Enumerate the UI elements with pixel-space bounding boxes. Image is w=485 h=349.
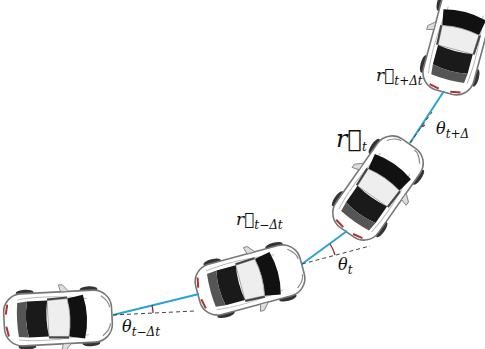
- symbol: r⃗: [336, 125, 362, 153]
- angle-label: θt+Δ: [436, 120, 469, 141]
- subscript: t: [362, 140, 367, 154]
- vector-label: r⃗t+Δt: [376, 66, 423, 88]
- subscript: t−Δt: [132, 325, 160, 339]
- vector-label: r⃗t−Δt: [236, 210, 283, 232]
- symbol: r⃗: [236, 209, 254, 229]
- subscript: t: [348, 263, 353, 277]
- angle-label: θt: [338, 256, 352, 277]
- subscript: t−Δt: [254, 218, 282, 232]
- angle-label: θt−Δt: [122, 318, 160, 339]
- symbol: θ: [338, 255, 348, 274]
- symbol: θ: [122, 317, 132, 336]
- vector-label: r⃗t: [336, 126, 367, 154]
- subscript: t+Δt: [394, 74, 422, 88]
- symbol: θ: [436, 119, 446, 138]
- symbol: r⃗: [376, 65, 394, 85]
- subscript: t+Δ: [446, 127, 470, 141]
